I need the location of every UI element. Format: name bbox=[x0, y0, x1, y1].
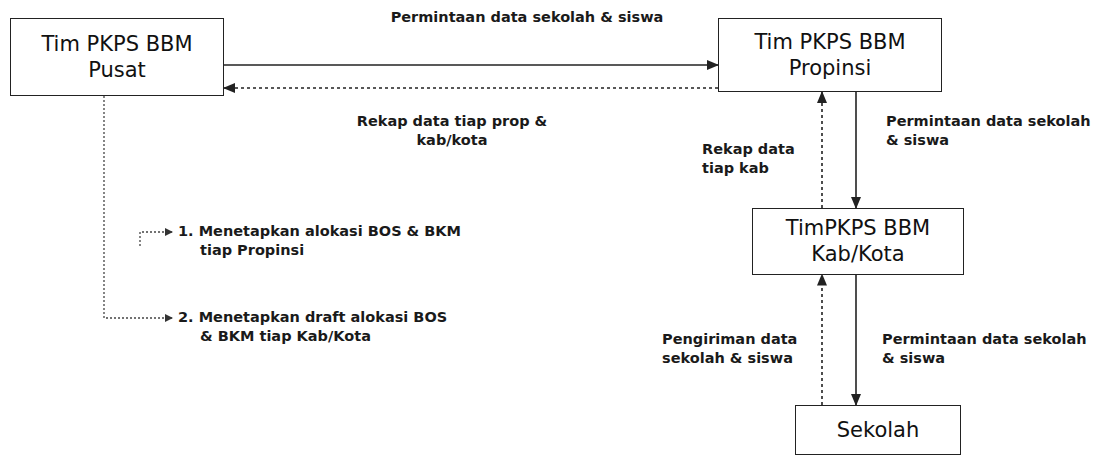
edge-label: Permintaan data sekolah & siswa bbox=[884, 112, 1093, 150]
edge-label: Permintaan data sekolah & siswa bbox=[880, 330, 1089, 368]
box-label: TimPKPS BBM Kab/Kota bbox=[763, 215, 953, 268]
request-arrow bbox=[855, 92, 857, 208]
leader-line bbox=[104, 96, 172, 318]
team-box: Tim PKPS BBM Propinsi bbox=[718, 18, 942, 92]
edge-label: Pengiriman data sekolah & siswa bbox=[660, 330, 816, 368]
box-label: Tim PKPS BBM Pusat bbox=[21, 31, 213, 84]
return-arrow bbox=[224, 87, 718, 89]
edge-label: Rekap data tiap prop & kab/kota bbox=[330, 112, 574, 150]
edge-label: Rekap data tiap kab bbox=[700, 140, 816, 178]
team-box: Tim PKPS BBM Pusat bbox=[10, 18, 224, 96]
school-box: Sekolah bbox=[795, 405, 961, 455]
return-arrow bbox=[821, 275, 823, 406]
return-arrow bbox=[821, 92, 823, 208]
edge-label: Permintaan data sekolah & siswa bbox=[345, 8, 709, 27]
leader-line bbox=[140, 232, 172, 246]
step-note: 2. Menetapkan draft alokasi BOS & BKM ti… bbox=[178, 308, 452, 346]
team-box: TimPKPS BBM Kab/Kota bbox=[752, 208, 964, 275]
request-arrow bbox=[224, 64, 718, 66]
step-note: 1. Menetapkan alokasi BOS & BKM tiap Pro… bbox=[178, 222, 472, 260]
request-arrow bbox=[855, 275, 857, 406]
box-label: Sekolah bbox=[837, 417, 920, 443]
box-label: Tim PKPS BBM Propinsi bbox=[729, 29, 931, 82]
